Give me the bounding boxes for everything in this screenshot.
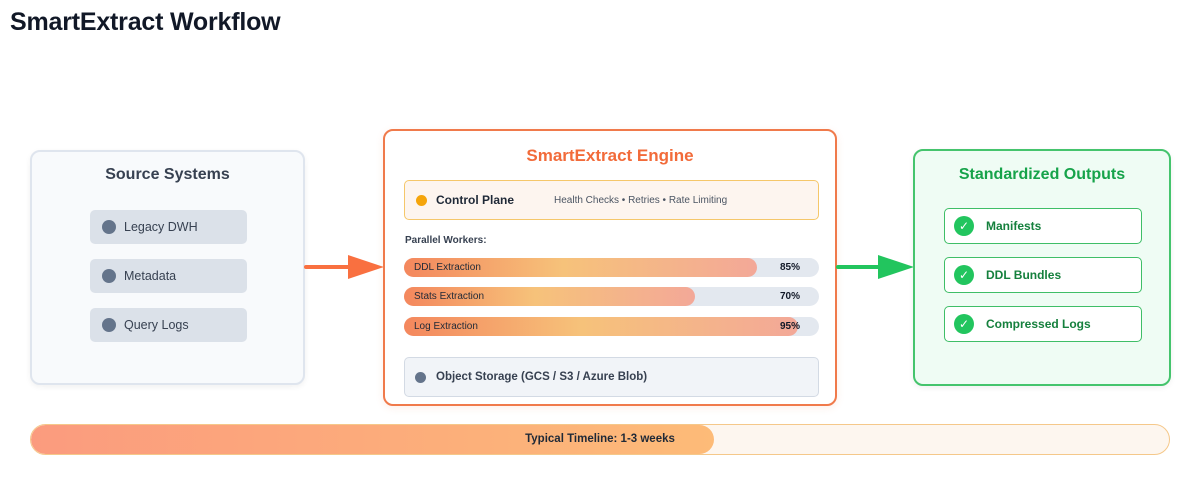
control-plane-box: Control Plane Health Checks • Retries • … — [404, 180, 819, 220]
standardized-outputs-panel: Standardized Outputs ✓ Manifests ✓ DDL B… — [913, 149, 1171, 386]
worker-label: DDL Extraction — [414, 262, 481, 273]
worker-progress-fill — [404, 287, 695, 306]
control-plane-details: Health Checks • Retries • Rate Limiting — [554, 194, 728, 206]
worker-progress-fill — [404, 258, 757, 277]
source-item-label: Query Logs — [124, 318, 189, 332]
output-item-manifests: ✓ Manifests — [944, 208, 1142, 244]
source-item-label: Metadata — [124, 269, 177, 283]
worker-bar-log: Log Extraction 95% — [404, 317, 819, 336]
worker-percent: 85% — [779, 262, 800, 273]
smartextract-engine-panel: SmartExtract Engine Control Plane Health… — [383, 129, 837, 406]
worker-bar-ddl: DDL Extraction 85% — [404, 258, 819, 277]
source-dot-icon — [102, 220, 116, 234]
page-title: SmartExtract Workflow — [10, 8, 281, 36]
check-icon: ✓ — [954, 265, 974, 285]
output-item-ddl-bundles: ✓ DDL Bundles — [944, 257, 1142, 293]
timeline-label: Typical Timeline: 1-3 weeks — [525, 433, 675, 445]
output-item-compressed-logs: ✓ Compressed Logs — [944, 306, 1142, 342]
storage-dot-icon — [415, 371, 426, 383]
worker-bar-stats: Stats Extraction 70% — [404, 287, 819, 306]
source-item-metadata: Metadata — [90, 259, 247, 293]
control-plane-label: Control Plane — [436, 193, 515, 207]
worker-progress-fill — [404, 317, 799, 336]
worker-label: Stats Extraction — [414, 291, 485, 302]
source-item-legacy-dwh: Legacy DWH — [90, 210, 247, 244]
object-storage-box: Object Storage (GCS / S3 / Azure Blob) — [404, 357, 819, 397]
output-item-label: DDL Bundles — [986, 268, 1062, 282]
control-plane-status-icon — [416, 194, 427, 206]
source-item-label: Legacy DWH — [124, 220, 198, 234]
check-icon: ✓ — [954, 216, 974, 236]
outputs-title: Standardized Outputs — [958, 166, 1126, 183]
source-to-engine-arrow — [304, 255, 384, 279]
engine-to-outputs-arrow — [836, 255, 914, 279]
engine-title: SmartExtract Engine — [526, 146, 694, 165]
worker-label: Log Extraction — [414, 321, 478, 332]
source-systems-title: Source Systems — [105, 166, 230, 183]
source-dot-icon — [102, 318, 116, 332]
source-dot-icon — [102, 269, 116, 283]
worker-percent: 70% — [779, 291, 800, 302]
timeline-progress-fill — [31, 425, 714, 454]
source-systems-panel: Source Systems Legacy DWH Metadata Query… — [30, 150, 305, 385]
output-item-label: Manifests — [986, 219, 1042, 233]
check-icon: ✓ — [954, 314, 974, 334]
source-item-query-logs: Query Logs — [90, 308, 247, 342]
parallel-workers-label: Parallel Workers: — [405, 235, 487, 246]
worker-percent: 95% — [779, 321, 800, 332]
timeline-bar: Typical Timeline: 1-3 weeks — [30, 424, 1170, 455]
output-item-label: Compressed Logs — [986, 317, 1091, 331]
object-storage-label: Object Storage (GCS / S3 / Azure Blob) — [436, 371, 648, 383]
